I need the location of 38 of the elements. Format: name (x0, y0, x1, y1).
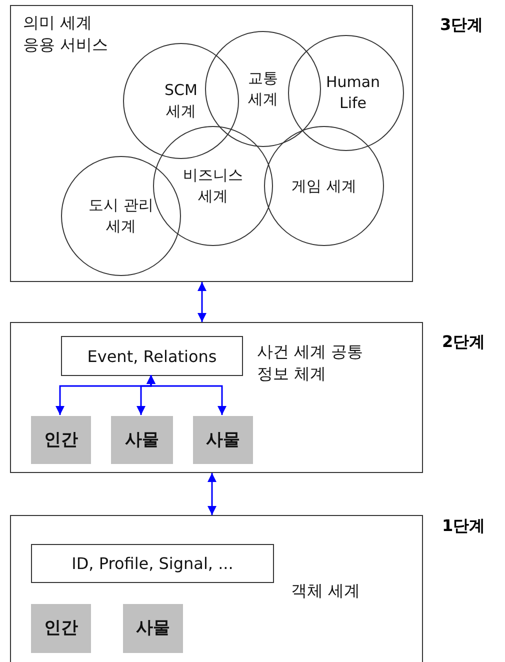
entity-box (193, 416, 253, 464)
stage-panel (10, 515, 423, 662)
entity-label: 사물 (206, 430, 240, 450)
entity-box (123, 604, 183, 653)
world-circle (264, 126, 384, 246)
info-label: Event, Relations (87, 346, 217, 366)
stage-label: 3단계 (440, 15, 484, 36)
world-label: 도시 관리 세계 (88, 195, 154, 237)
panel-title: 사건 세계 공통 정보 체계 (257, 341, 364, 385)
world-circle (288, 35, 404, 151)
entity-label: 인간 (44, 618, 78, 639)
info-box (61, 336, 243, 376)
world-label: 비즈니스 세계 (182, 165, 244, 207)
entity-label: 사물 (125, 430, 159, 450)
double-arrow (146, 375, 226, 415)
world-label: Human Life (324, 72, 382, 114)
panel-title: 객체 세계 (291, 580, 362, 602)
double-arrow (198, 282, 206, 322)
world-circle (205, 31, 321, 147)
world-label: SCM 세계 (164, 80, 198, 122)
info-box (31, 544, 274, 583)
stage-panel (10, 5, 413, 282)
entity-box (31, 416, 91, 464)
entity-label: 인간 (44, 430, 78, 450)
stage-panel (10, 322, 423, 473)
world-label: 게임 세계 (292, 176, 356, 196)
info-label: ID, Profile, Signal, ... (72, 553, 234, 574)
entity-label: 사물 (136, 618, 170, 639)
stage-label: 1단계 (442, 516, 486, 537)
world-circle (153, 126, 273, 246)
double-arrow (208, 473, 216, 515)
entity-box (111, 416, 173, 464)
world-label: 교통 세계 (247, 68, 279, 110)
entity-box (31, 604, 91, 653)
world-circle (61, 156, 181, 276)
stage-label: 2단계 (442, 332, 486, 353)
panel-title: 의미 세계 응용 서비스 (23, 12, 110, 56)
world-circle (123, 43, 239, 159)
